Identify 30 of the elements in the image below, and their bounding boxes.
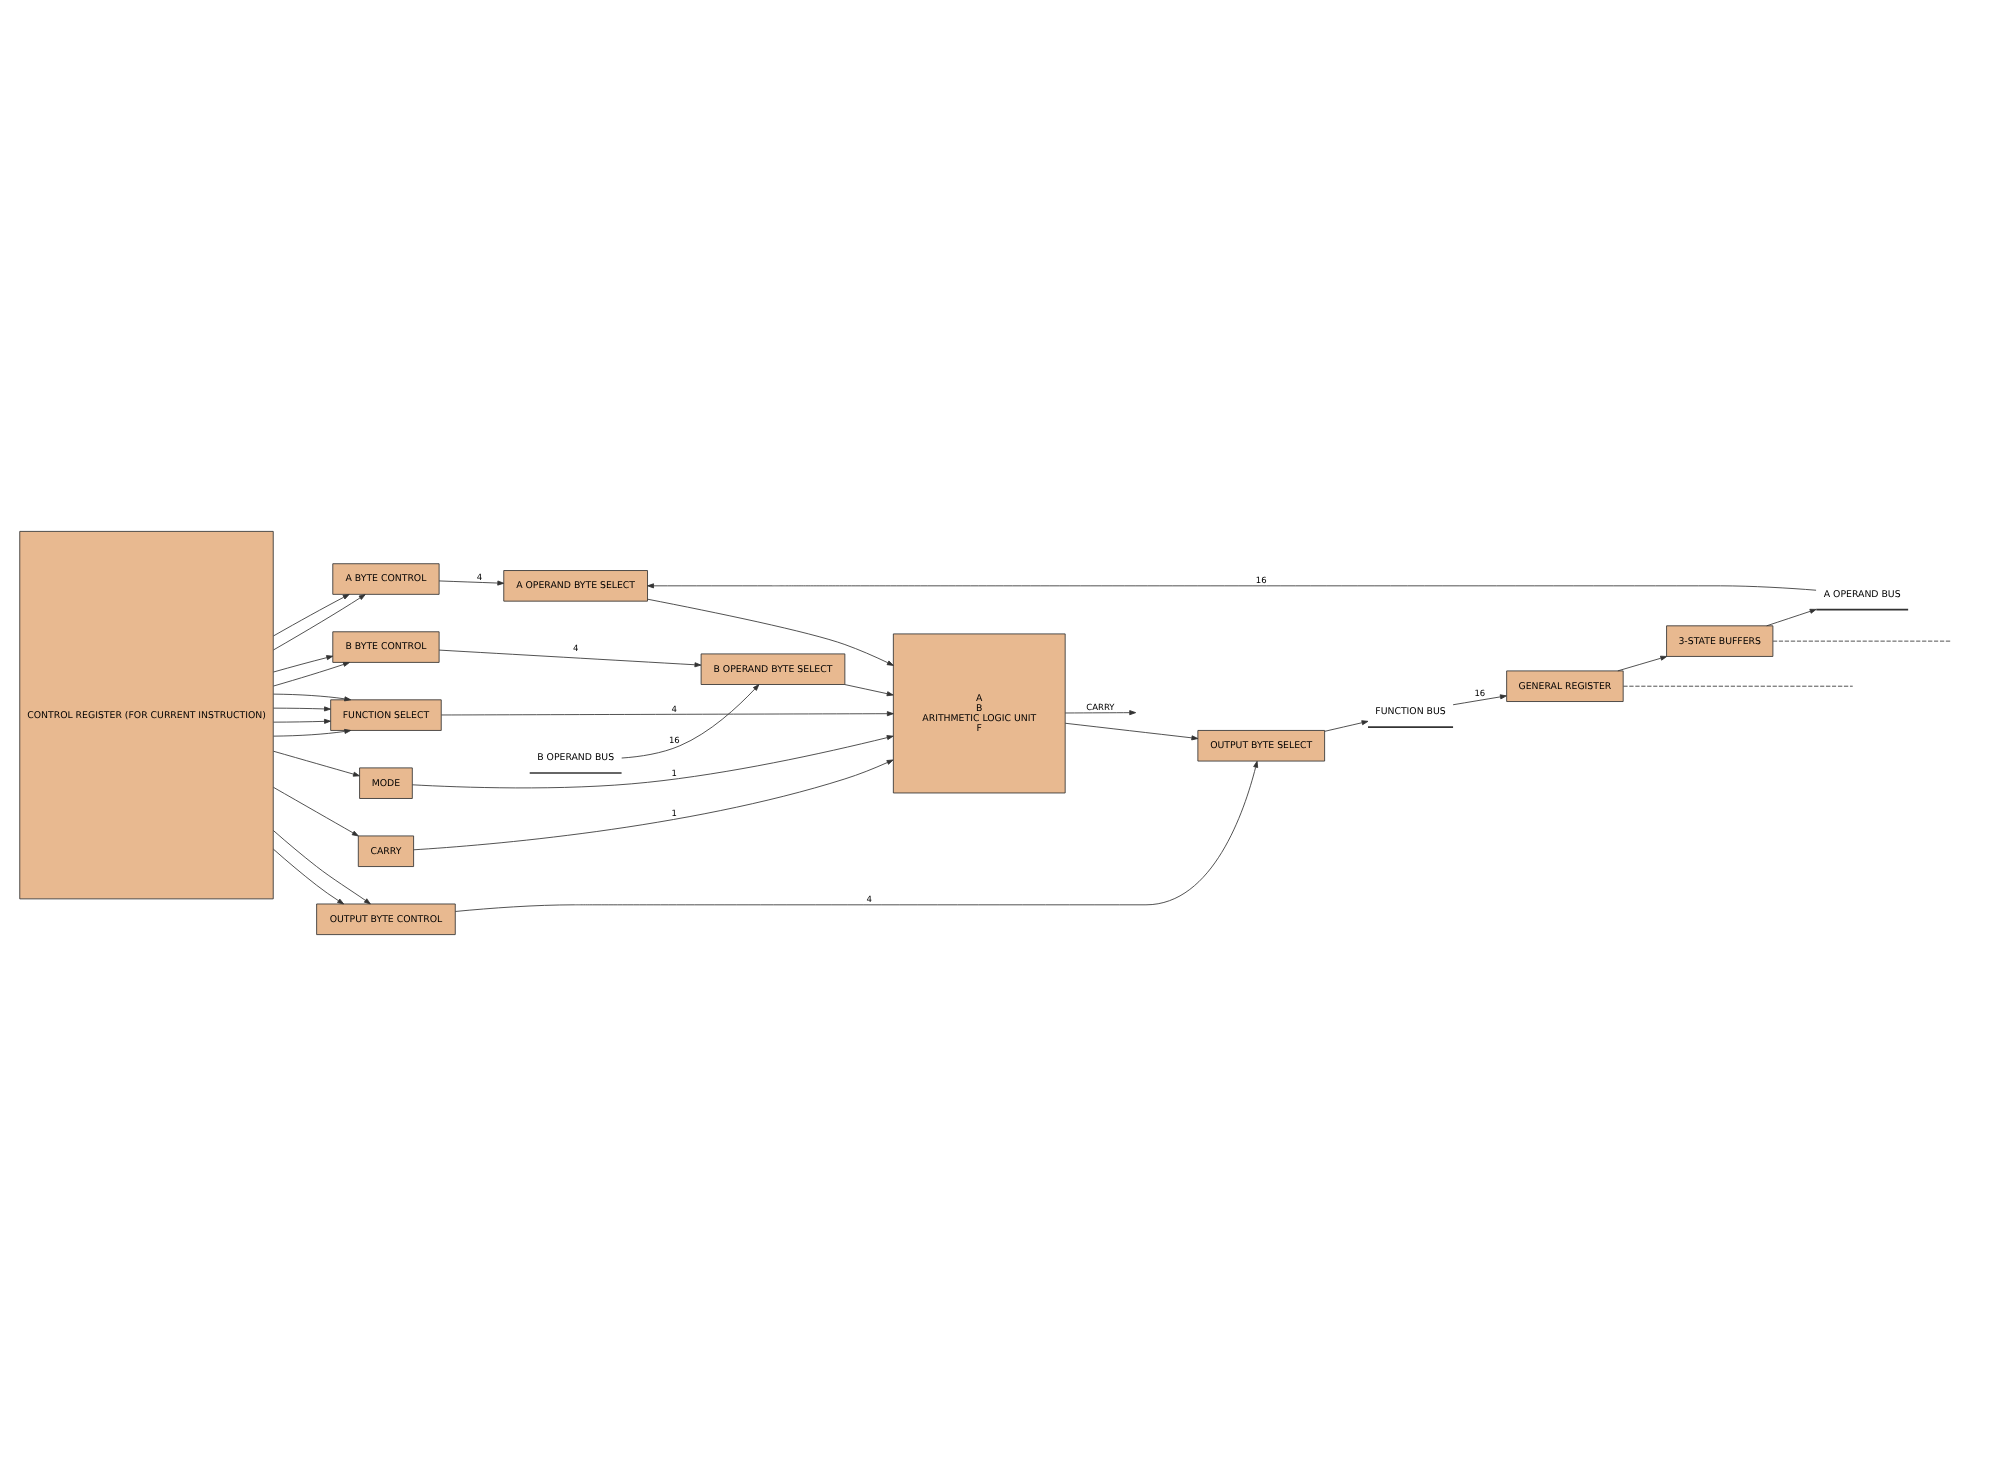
arrow [273, 594, 366, 651]
arrow [647, 598, 894, 666]
arrow [273, 750, 360, 777]
arrow [273, 706, 331, 712]
arrow [1324, 720, 1369, 732]
arrow [647, 583, 1817, 591]
arrow [273, 830, 371, 905]
arrow [273, 848, 345, 905]
arrow [1064, 710, 1137, 716]
arrow [273, 662, 350, 687]
arrow [1617, 655, 1668, 672]
arrow [412, 735, 894, 789]
arrow [273, 693, 352, 702]
arrow [273, 655, 334, 673]
arrow [413, 759, 894, 851]
arrow [273, 728, 352, 737]
connector [1772, 640, 1952, 642]
arrow [621, 684, 760, 759]
arrow [1452, 694, 1507, 706]
arrow [844, 684, 894, 697]
arrow [438, 649, 702, 668]
connector [1623, 685, 1854, 687]
arrow [273, 786, 359, 837]
arrow [273, 718, 331, 724]
arrow [1064, 722, 1199, 741]
arrow [438, 580, 505, 586]
arrow [440, 711, 894, 717]
arrow [1766, 608, 1817, 627]
arrow [273, 593, 350, 637]
arrow [455, 760, 1259, 912]
